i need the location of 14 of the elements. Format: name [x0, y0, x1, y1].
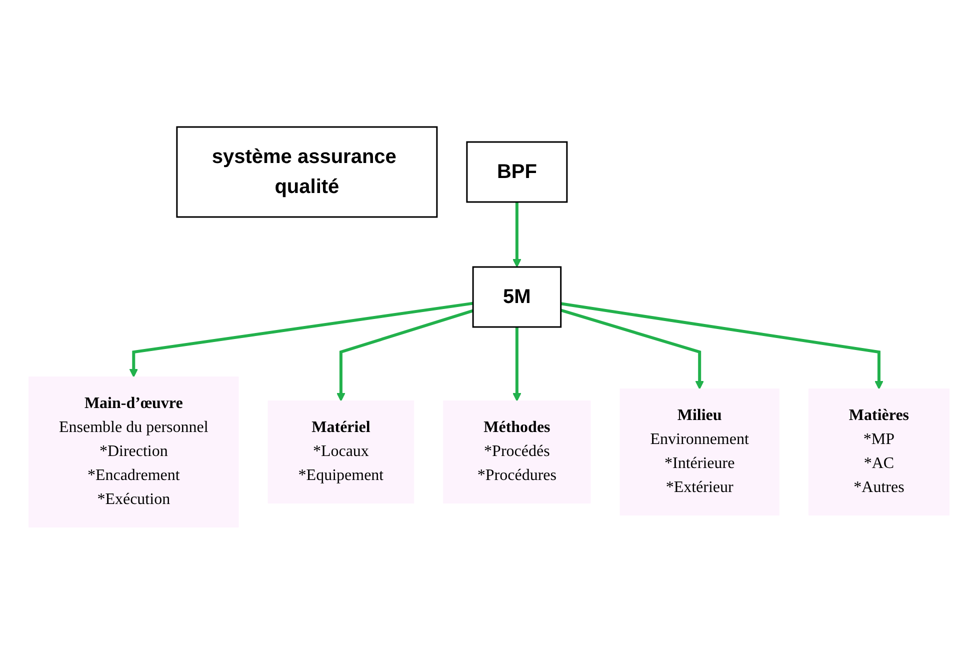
arrow: [560, 302, 884, 389]
node-box: Matériel *Locaux *Equipement: [268, 400, 414, 503]
arrow: [129, 301, 474, 377]
node-box: BPF: [466, 140, 568, 202]
arrow: [512, 326, 522, 401]
node-box: Matières *MP *AC *Autres: [808, 388, 950, 515]
arrow: [512, 202, 522, 267]
arrow: [336, 308, 474, 401]
node-box: Main-d’œuvre Ensemble du personnel *Direction *Encadrement *Exécution: [28, 376, 239, 527]
node-box: système assurance qualité: [176, 126, 438, 218]
node-box: 5M: [472, 266, 562, 328]
node-box: Méthodes *Procédés *Procédures: [443, 400, 591, 503]
node-box: Milieu Environnement *Intérieure *Extérieur: [620, 388, 780, 515]
arrow: [560, 308, 704, 389]
